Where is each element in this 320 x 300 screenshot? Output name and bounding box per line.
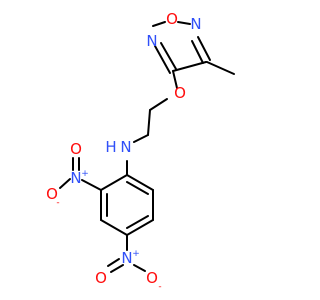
atom-nitro1-o-double: O: [70, 140, 82, 158]
molecule-structure: O N N O H N O N + O - N + O O -: [46, 10, 235, 292]
bond-nitro2-n-o-double-b: [107, 258, 120, 267]
atom-amine-n: N: [120, 138, 131, 156]
atom-nitro1-o-single: O: [46, 185, 58, 203]
bond-nitro2-n-o-single: [133, 264, 146, 272]
atom-nitro1-n: N: [70, 169, 81, 187]
charge-nitro1-o-single: -: [56, 198, 59, 208]
charge-nitro2-o-single: -: [158, 282, 161, 292]
atom-ring-n-right: N: [190, 15, 201, 33]
structure-canvas: O N N O H N O N + O - N + O O -: [46, 10, 235, 292]
charge-nitro2-n: +: [132, 249, 140, 259]
bond-ring-c6-c1: [126, 174, 154, 191]
bond-c4-n-right-double-b: [191, 40, 204, 64]
atom-ring-o: O: [166, 10, 178, 28]
bond-ether-o-ch2: [149, 98, 168, 111]
bond-n-right-o: [177, 21, 191, 25]
bond-c3-c4: [172, 61, 207, 72]
atom-ring-n-left: N: [146, 32, 157, 50]
bond-ch2-amine-n: [133, 134, 149, 143]
atom-nitro2-n: N: [121, 249, 132, 267]
atom-ether-o: O: [174, 84, 186, 102]
bond-ch2-ch2: [147, 109, 151, 136]
bond-c4-methyl: [206, 61, 235, 75]
bond-n-left-c3-double-b: [160, 42, 177, 70]
atom-amine-h: H: [105, 138, 116, 156]
bonds: [59, 21, 235, 273]
bond-ring-c3-c4: [100, 219, 128, 236]
charge-nitro1-n: +: [81, 169, 89, 179]
atom-nitro2-o-single: O: [146, 269, 158, 287]
bond-nitro1-n-o-single: [59, 178, 71, 189]
bond-ring-nitro1-n: [81, 179, 102, 191]
bond-c4-n-right-double-a: [197, 36, 211, 61]
bond-c3-ether-o: [172, 70, 178, 89]
bond-ring-c4-c5-inner: [126, 215, 149, 229]
bond-o-n-left: [152, 21, 166, 27]
bond-nitro2-n-o-double-a: [110, 264, 124, 273]
bond-ring-c6-c1-inner: [126, 181, 149, 195]
bond-ring-c4-c5: [126, 219, 154, 236]
bond-ring-c1-c2: [100, 174, 128, 191]
atom-nitro2-o-double: O: [95, 269, 107, 287]
atom-labels: O N N O H N O N + O - N + O O -: [46, 10, 202, 292]
bond-n-left-c3-double-a: [154, 45, 171, 74]
